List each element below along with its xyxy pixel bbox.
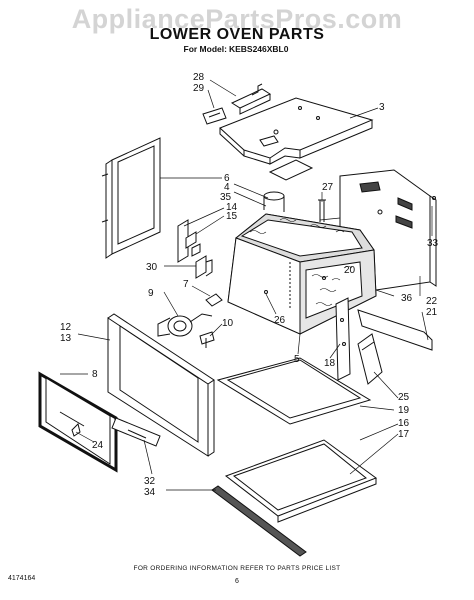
callout-28: 28 bbox=[193, 72, 205, 83]
callout-26: 26 bbox=[274, 315, 286, 326]
callout-21: 21 bbox=[426, 307, 438, 318]
callout-32: 32 bbox=[144, 476, 156, 487]
support-rail bbox=[358, 310, 432, 350]
switch-bracket bbox=[178, 220, 200, 262]
outer-door-frame bbox=[108, 314, 214, 456]
page-title: LOWER OVEN PARTS bbox=[149, 26, 325, 43]
callout-numbers: 28 29 3 6 4 35 14 15 27 33 30 7 9 10 20 … bbox=[60, 72, 439, 498]
callout-20: 20 bbox=[344, 265, 356, 276]
callout-10: 10 bbox=[222, 318, 234, 329]
callout-8: 8 bbox=[92, 369, 98, 380]
vent-bracket bbox=[203, 84, 270, 124]
model-value: KEBS246XBL0 bbox=[228, 44, 289, 54]
callout-30: 30 bbox=[146, 262, 158, 273]
callout-22: 22 bbox=[426, 296, 438, 307]
hinge-assembly bbox=[358, 334, 382, 384]
leader-lines bbox=[60, 80, 432, 490]
callout-24: 24 bbox=[92, 440, 104, 451]
doc-number: 4174164 bbox=[8, 575, 36, 582]
door-bottom-trim bbox=[112, 418, 160, 446]
light-socket bbox=[200, 294, 222, 348]
oven-top-panel bbox=[220, 98, 372, 180]
callout-16: 16 bbox=[398, 418, 410, 429]
side-bracket bbox=[336, 298, 350, 380]
callout-17: 17 bbox=[398, 429, 410, 440]
watermark: AppliancePartsPros.com bbox=[71, 4, 403, 34]
model-label: For Model: bbox=[183, 44, 227, 54]
bake-element bbox=[318, 200, 326, 222]
callout-25: 25 bbox=[398, 392, 410, 403]
callout-34: 34 bbox=[144, 487, 156, 498]
callout-3: 3 bbox=[379, 102, 385, 113]
callout-36: 36 bbox=[401, 293, 413, 304]
thermostat bbox=[158, 314, 212, 336]
callout-7: 7 bbox=[183, 279, 189, 290]
callout-33: 33 bbox=[427, 238, 439, 249]
callout-27: 27 bbox=[322, 182, 334, 193]
terminal-block bbox=[196, 256, 212, 278]
door-gasket bbox=[40, 374, 116, 470]
callout-15: 15 bbox=[226, 211, 238, 222]
front-trim-strip bbox=[212, 486, 306, 556]
oven-rack bbox=[218, 358, 370, 424]
vent-assembly bbox=[264, 192, 284, 212]
callout-12: 12 bbox=[60, 322, 72, 333]
callout-19: 19 bbox=[398, 405, 410, 416]
model-subtitle: For Model:KEBS246XBL0 bbox=[0, 44, 474, 54]
callout-9: 9 bbox=[148, 288, 154, 299]
page-number: 6 bbox=[235, 578, 239, 585]
callout-5: 5 bbox=[294, 354, 300, 365]
ordering-note: FOR ORDERING INFORMATION REFER TO PARTS … bbox=[133, 565, 341, 572]
callout-29: 29 bbox=[193, 83, 205, 94]
left-side-panel bbox=[102, 138, 160, 258]
callout-18: 18 bbox=[324, 358, 336, 369]
oven-bottom-panel bbox=[226, 440, 376, 522]
callout-14: 14 bbox=[226, 202, 238, 213]
callout-13: 13 bbox=[60, 333, 72, 344]
callout-6-top: 6 bbox=[224, 173, 230, 184]
callout-4: 4 bbox=[224, 182, 230, 193]
callout-35: 35 bbox=[220, 192, 232, 203]
